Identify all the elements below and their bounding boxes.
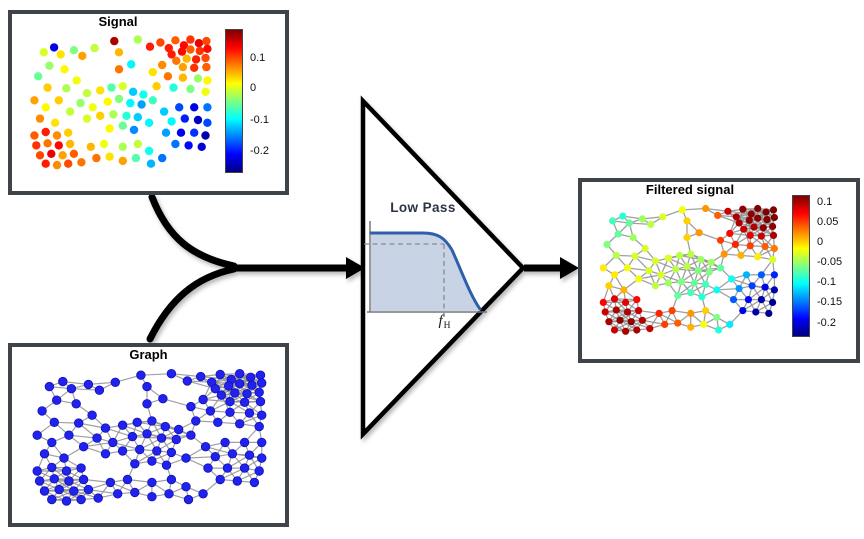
colorbar-tick-label: -0.2 bbox=[817, 316, 836, 329]
filter-response-plot bbox=[364, 221, 487, 317]
merge-arrowhead-icon bbox=[346, 257, 365, 279]
graph-network-plot bbox=[18, 361, 276, 518]
graph-nodes bbox=[599, 204, 778, 335]
filter-response-curve bbox=[369, 231, 482, 311]
signal-scatter-plot bbox=[18, 27, 220, 182]
graph-nodes bbox=[30, 35, 212, 170]
colorbar-tick-label: -0.05 bbox=[817, 255, 843, 268]
graph-panel: Graph bbox=[8, 343, 289, 527]
colorbar-tick-label: -0.1 bbox=[817, 275, 836, 288]
filtered-colorbar bbox=[792, 195, 810, 337]
graph-nodes bbox=[32, 368, 267, 506]
signal-panel-title: Signal bbox=[98, 14, 138, 29]
colorbar-tick-label: 0.1 bbox=[817, 196, 833, 209]
filtered-signal-graph bbox=[599, 204, 778, 335]
output-arrowhead-icon bbox=[560, 257, 579, 279]
colorbar-tick-label: 0 bbox=[817, 235, 824, 248]
filtered-signal-graph-plot bbox=[587, 196, 787, 348]
signal-panel: Signal 0.1 0 -0.1 -0.2 bbox=[8, 10, 289, 195]
colorbar-tick-label: 0.05 bbox=[817, 215, 839, 228]
signal-scatter bbox=[30, 35, 212, 170]
colorbar-tick-label: -0.2 bbox=[250, 145, 269, 158]
cutoff-subscript: H bbox=[443, 321, 451, 331]
merge-curve-bottom bbox=[146, 265, 238, 343]
lowpass-label: Low Pass bbox=[390, 200, 456, 215]
colorbar-tick-label: 0.1 bbox=[250, 51, 266, 64]
graph-panel-title: Graph bbox=[129, 347, 168, 362]
colorbar-tick-label: -0.1 bbox=[250, 113, 269, 126]
filtered-signal-panel-title: Filtered signal bbox=[645, 182, 735, 197]
signal-colorbar bbox=[225, 29, 243, 173]
cutoff-frequency-label: fH bbox=[424, 312, 464, 331]
cutoff-symbol: f bbox=[438, 313, 443, 329]
filtered-signal-panel: Filtered signal 0.1 0.05 0 -0.05 -0.1 -0.15 -0… bbox=[578, 178, 860, 363]
merge-curve-top bbox=[148, 193, 238, 270]
colorbar-tick-label: 0 bbox=[250, 82, 257, 95]
colorbar-tick-label: -0.15 bbox=[817, 296, 843, 309]
cutoff-dashed-lines bbox=[364, 243, 445, 317]
graph-network bbox=[32, 368, 267, 506]
